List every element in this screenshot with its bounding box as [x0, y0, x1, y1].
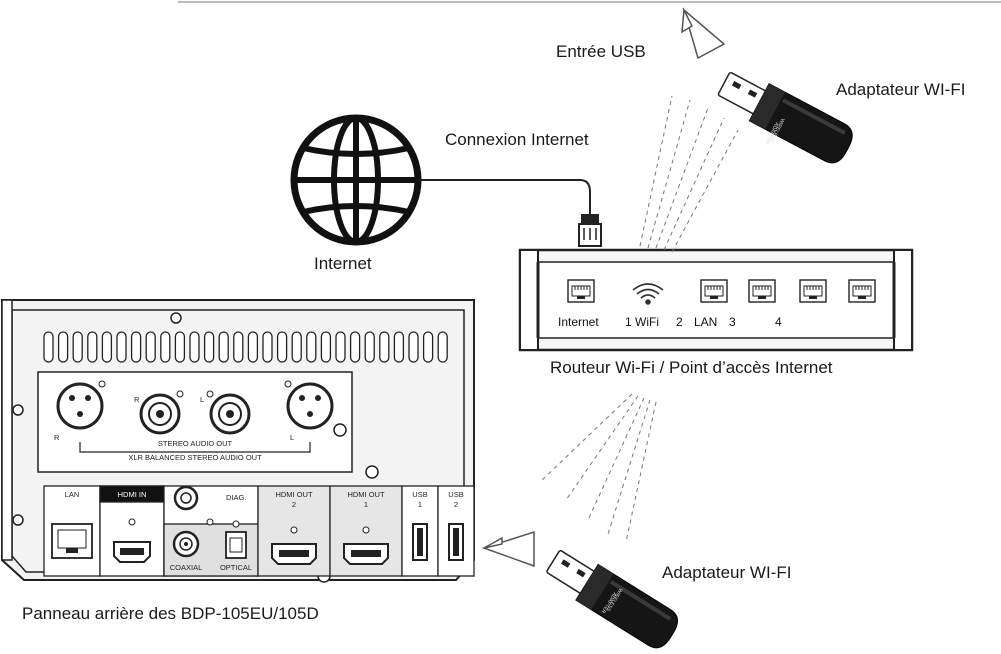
vent-slot: [233, 331, 244, 363]
usb-1-port: [412, 523, 428, 561]
vent-slot: [57, 331, 69, 363]
vent-slot: [320, 331, 332, 363]
router-port-label-lan: LAN: [694, 315, 717, 329]
vent-slot: [393, 331, 405, 363]
ethernet-plug-icon: [578, 214, 602, 247]
label-xlr-balanced: XLR BALANCED STEREO AUDIO OUT: [128, 453, 262, 462]
router-port-label-wifi: 1 WiFi: [625, 315, 659, 329]
label-usb-1-number: 1: [418, 500, 422, 509]
rca-connector-right-channel: [139, 390, 184, 435]
vent-slot: [160, 331, 171, 363]
hdmi-out-1-port: [343, 526, 389, 565]
router-lan-port-5: [848, 279, 876, 303]
vent-slot: [130, 331, 142, 363]
vent-slot: [43, 331, 54, 363]
panel-screw: [365, 465, 379, 479]
usb-input-label: Entrée USB: [556, 42, 646, 61]
label-r-inner: R: [134, 395, 140, 404]
label-usb-2-number: 2: [454, 500, 458, 509]
usb-2-port: [448, 523, 464, 561]
router-port-label-4: 4: [775, 315, 782, 329]
ventilation-slots: [43, 331, 448, 363]
hdmi-in-port: [113, 518, 151, 563]
label-stereo-audio-out: STEREO AUDIO OUT: [158, 439, 233, 448]
vent-slot: [218, 331, 229, 363]
label-l-inner: L: [200, 395, 204, 404]
coaxial-port: [172, 530, 200, 558]
vent-slot: [189, 331, 200, 363]
vent-slot: [101, 331, 113, 363]
optical-port: [225, 520, 247, 559]
router-port-label-3: 3: [729, 315, 736, 329]
xlr-connector-left: [56, 380, 106, 430]
rca-connector-left-channel: [206, 390, 251, 435]
xlr-connector-right: [284, 380, 347, 437]
wireless-signal-bottom: [539, 393, 657, 543]
wifi-adapter-top-label: Adaptateur WI-FI: [836, 80, 966, 99]
vent-slot: [349, 331, 361, 363]
vent-slot: [145, 331, 156, 363]
vent-slot: [247, 331, 259, 363]
label-hdmi-out-1-number: 1: [364, 500, 368, 509]
vent-slot: [276, 331, 288, 363]
vent-slot: [116, 331, 127, 363]
wifi-adapter-bottom-label: Adaptateur WI-FI: [662, 563, 792, 582]
vent-slot: [72, 331, 83, 363]
wifi-icon: [632, 283, 664, 305]
vent-slot: [174, 331, 186, 363]
label-usb-1: USB: [412, 490, 427, 499]
router-caption: Routeur Wi-Fi / Point d’accès Internet: [550, 358, 833, 377]
router-lan-port-2: [700, 279, 728, 303]
label-optical: OPTICAL: [220, 563, 252, 572]
router-internet-port: [567, 279, 595, 303]
label-hdmi-in: HDMI IN: [118, 490, 147, 499]
router-lan-port-4: [799, 279, 827, 303]
router-port-label-internet: Internet: [558, 315, 599, 329]
lan-port-icon: [51, 523, 93, 559]
label-l-right: L: [290, 433, 294, 442]
vent-slot: [306, 331, 317, 363]
rear-panel-caption: Panneau arrière des BDP-105EU/105D: [22, 604, 319, 623]
vent-slot: [364, 331, 375, 363]
label-hdmi-out-1: HDMI OUT: [347, 490, 384, 499]
label-r-left: R: [54, 433, 60, 442]
usb-arrow-bottom: [481, 530, 535, 568]
usb-arrow-top: [681, 7, 726, 60]
label-lan: LAN: [65, 490, 80, 499]
diag-port: [173, 485, 214, 526]
xlr-bracket: [79, 442, 311, 453]
wireless-signal-top: [639, 95, 739, 253]
internet-connection-label: Connexion Internet: [445, 130, 589, 149]
hdmi-out-2-port: [271, 526, 317, 565]
internet-cable: [418, 179, 591, 214]
vent-slot: [422, 331, 434, 363]
label-diag: DIAG.: [226, 493, 246, 502]
vent-slot: [379, 331, 390, 363]
vent-slot: [437, 331, 448, 363]
vent-slot: [203, 331, 215, 363]
vent-slot: [335, 331, 346, 363]
vent-slot: [87, 331, 98, 363]
label-hdmi-out-2: HDMI OUT: [275, 490, 312, 499]
vent-slot: [408, 331, 419, 363]
router-port-label-2: 2: [676, 315, 683, 329]
globe-icon: [290, 114, 422, 246]
label-coaxial: COAXIAL: [170, 563, 203, 572]
router-lan-port-3: [748, 279, 776, 303]
vent-slot: [262, 331, 273, 363]
label-usb-2: USB: [448, 490, 463, 499]
connector-row: [43, 485, 475, 577]
label-hdmi-out-2-number: 2: [292, 500, 296, 509]
internet-label: Internet: [314, 254, 372, 273]
vent-slot: [291, 331, 302, 363]
